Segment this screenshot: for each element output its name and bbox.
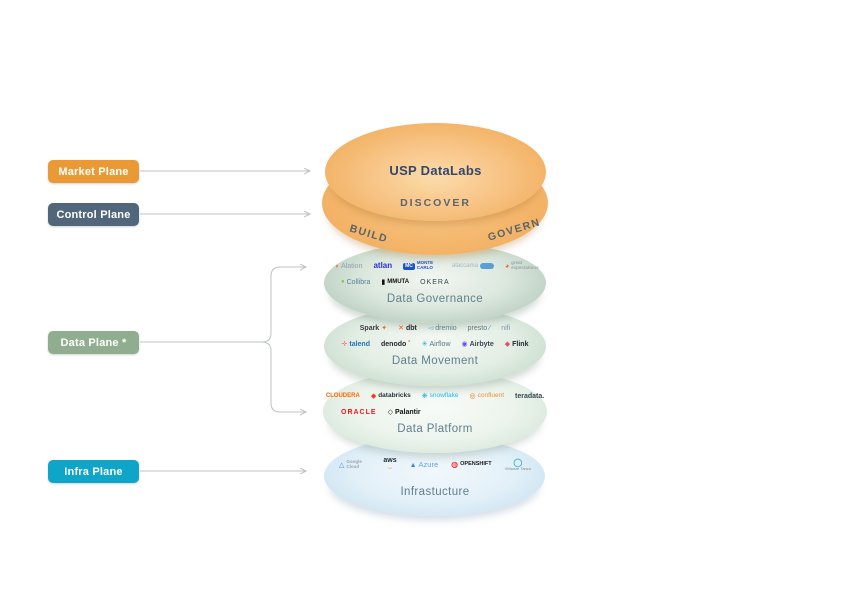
logo-collibra: ●Collibra — [341, 278, 371, 286]
logo-snowflake: ❋snowflake — [421, 391, 459, 400]
infrastructure-content: △Google Cloud aws⌣ ▲Azure ◍OPENSHIFT ◯VMware… — [327, 453, 543, 498]
logo-row: ●Collibra ▮MMUTA OKERA — [327, 275, 543, 289]
logo-databricks: ◆databricks — [370, 391, 411, 400]
logo-presto: presto∕ — [467, 324, 491, 332]
logo-row: Spark✦ ✕dbt ◅dremio presto∕ nifi — [327, 321, 543, 335]
logo-talend: ✛talend — [341, 340, 371, 348]
logo-aws: aws⌣ — [383, 457, 397, 472]
logo-row: ORACLE ◇Palantir — [327, 405, 543, 419]
logo-row: ✛talend denodo˚ ✳Airflow ◉Airbyte ◆Flink — [327, 337, 543, 351]
data-governance-ellipse — [324, 243, 546, 323]
logo-airflow: ✳Airflow — [421, 340, 451, 348]
logo-spark: Spark✦ — [359, 324, 388, 332]
control-plane-chip: Control Plane — [48, 203, 139, 226]
arrow-data-plane-bottom — [261, 341, 306, 412]
logo-cloudera: CLOUDERA — [325, 393, 360, 399]
control-plane-label: Control Plane — [56, 208, 131, 221]
infrastructure-logos: △Google Cloud aws⌣ ▲Azure ◍OPENSHIFT ◯VMware… — [327, 453, 543, 477]
logo-great-expectations: ◕great expectations — [504, 260, 539, 270]
logo-ataccama: ataccama — [452, 263, 494, 269]
logo-atlan: atlan — [373, 261, 393, 270]
logo-row: △Google Cloud aws⌣ ▲Azure ◍OPENSHIFT ◯VMware… — [327, 453, 543, 477]
logo-nifi: nifi — [501, 324, 511, 332]
data-platform-logos: CLOUDERA ◆databricks ❋snowflake ◎confluent t… — [325, 389, 545, 419]
data-movement-logos: Spark✦ ✕dbt ◅dremio presto∕ nifi ✛talend denod… — [327, 321, 543, 351]
logo-palantir: ◇Palantir — [387, 408, 421, 416]
infra-plane-label: Infra Plane — [64, 465, 123, 478]
logo-alation: ◗Alation — [334, 262, 363, 270]
logo-denodo: denodo˚ — [381, 340, 411, 348]
logo-confluent: ◎confluent — [469, 391, 505, 400]
arrow-data-plane-top — [140, 267, 306, 343]
market-plane-chip: Market Plane — [48, 160, 139, 183]
logo-vmware-tanzu: ◯VMware Tanzu — [504, 458, 531, 472]
logo-flink: ◆Flink — [504, 340, 529, 348]
logo-row: CLOUDERA ◆databricks ❋snowflake ◎confluent t… — [325, 389, 545, 403]
logo-azure: ▲Azure — [409, 460, 439, 470]
logo-immuta: ▮MMUTA — [381, 278, 410, 286]
logo-oracle: ORACLE — [341, 408, 377, 416]
market-plane-label: Market Plane — [58, 165, 129, 178]
logo-airbyte: ◉Airbyte — [461, 340, 494, 348]
data-movement-title: Data Movement — [391, 355, 479, 367]
data-plane-chip: Data Plane * — [48, 331, 139, 354]
logo-google-cloud: △Google Cloud — [338, 459, 362, 469]
data-platform-content: CLOUDERA ◆databricks ❋snowflake ◎confluent t… — [325, 389, 545, 435]
data-movement-content: Spark✦ ✕dbt ◅dremio presto∕ nifi ✛talend denod… — [327, 321, 543, 368]
data-plane-label: Data Plane * — [60, 336, 127, 349]
data-platform-title: Data Platform — [397, 423, 473, 435]
usp-datalabs-ellipse — [325, 123, 546, 221]
logo-teradata: teradata. — [515, 392, 545, 400]
discover-label: DISCOVER — [400, 197, 471, 209]
usp-datalabs-title: USP DataLabs — [389, 163, 482, 178]
infra-plane-chip: Infra Plane — [48, 460, 139, 483]
logo-openshift: ◍OPENSHIFT — [451, 460, 492, 469]
data-governance-title: Data Governance — [386, 293, 484, 305]
logo-okera: OKERA — [420, 278, 450, 286]
logo-dbt: ✕dbt — [398, 324, 417, 332]
infrastructure-title: Infrastucture — [400, 486, 470, 498]
logo-dremio: ◅dremio — [427, 324, 457, 332]
